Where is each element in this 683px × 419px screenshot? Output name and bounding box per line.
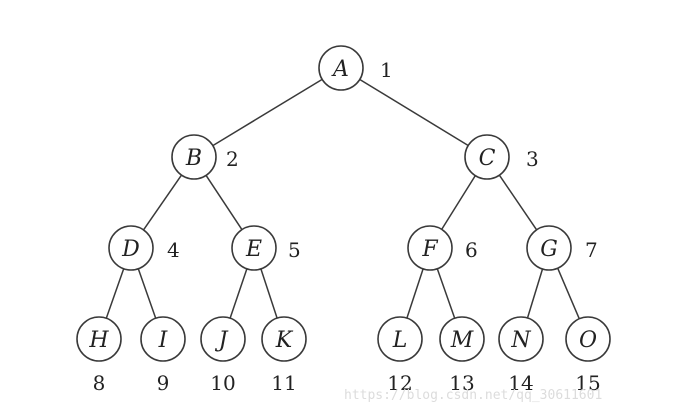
- tree-node-j: J 10: [200, 316, 246, 395]
- node-circle: [526, 225, 572, 271]
- node-circle: [231, 225, 277, 271]
- node-number: 10: [210, 371, 235, 395]
- edge-b-e: [205, 174, 243, 231]
- node-label: H: [88, 328, 109, 353]
- node-circle: [108, 225, 154, 271]
- node-number: 13: [449, 371, 474, 395]
- node-label: A: [331, 57, 349, 82]
- node-number: 2: [226, 147, 239, 171]
- node-number: 11: [271, 371, 296, 395]
- node-number: 5: [288, 238, 301, 262]
- node-label: I: [158, 328, 169, 353]
- node-label: E: [245, 237, 262, 262]
- node-circle: [318, 45, 364, 91]
- edge-f-l: [406, 268, 424, 319]
- edge-e-j: [229, 268, 248, 319]
- edge-a-b: [212, 78, 323, 147]
- node-label: G: [540, 237, 558, 262]
- edge-d-i: [137, 268, 157, 319]
- node-number: 8: [93, 371, 106, 395]
- node-number: 15: [575, 371, 600, 395]
- edge-e-k: [260, 268, 278, 319]
- edge-g-o: [557, 267, 580, 320]
- node-circle: [407, 225, 453, 271]
- node-circle: [171, 134, 217, 180]
- node-label: F: [421, 237, 438, 262]
- edge-c-g: [498, 174, 538, 231]
- node-circle: [498, 316, 544, 362]
- tree-node-n: N 14: [498, 316, 544, 395]
- tree-edges: [105, 78, 580, 320]
- tree-node-o: O 15: [565, 316, 611, 395]
- node-label: K: [275, 328, 294, 353]
- node-circle: [261, 316, 307, 362]
- tree-node-m: M 13: [439, 316, 485, 395]
- node-label: J: [215, 328, 229, 353]
- node-circle: [464, 134, 510, 180]
- node-label: B: [185, 146, 202, 171]
- node-number: 9: [157, 371, 170, 395]
- watermark-text: https://blog.csdn.net/qq_30611601: [344, 388, 603, 403]
- node-label: N: [510, 328, 531, 353]
- node-label: M: [450, 328, 474, 353]
- node-circle: [565, 316, 611, 362]
- node-number: 7: [585, 238, 598, 262]
- node-circle: [439, 316, 485, 362]
- node-circle: [200, 316, 246, 362]
- node-circle: [76, 316, 122, 362]
- node-number: 1: [380, 58, 393, 82]
- edge-d-h: [105, 268, 125, 319]
- tree-node-i: I9: [140, 316, 186, 395]
- edge-a-c: [359, 78, 469, 147]
- node-circle: [140, 316, 186, 362]
- tree-node-l: L 12: [377, 316, 423, 395]
- tree-node-h: H8: [76, 316, 122, 395]
- node-number: 4: [167, 238, 180, 262]
- node-label: C: [479, 146, 496, 171]
- edge-f-m: [436, 268, 456, 319]
- edge-c-f: [441, 175, 476, 230]
- node-number: 14: [508, 371, 533, 395]
- node-label: L: [392, 328, 408, 353]
- node-label: D: [121, 237, 140, 262]
- tree-node-k: K 11: [261, 316, 307, 395]
- node-number: 6: [465, 238, 478, 262]
- node-number: 12: [387, 371, 412, 395]
- node-circle: [377, 316, 423, 362]
- node-number: 3: [526, 147, 539, 171]
- edge-b-d: [142, 174, 183, 231]
- node-label: O: [579, 328, 597, 353]
- edge-g-n: [526, 268, 544, 319]
